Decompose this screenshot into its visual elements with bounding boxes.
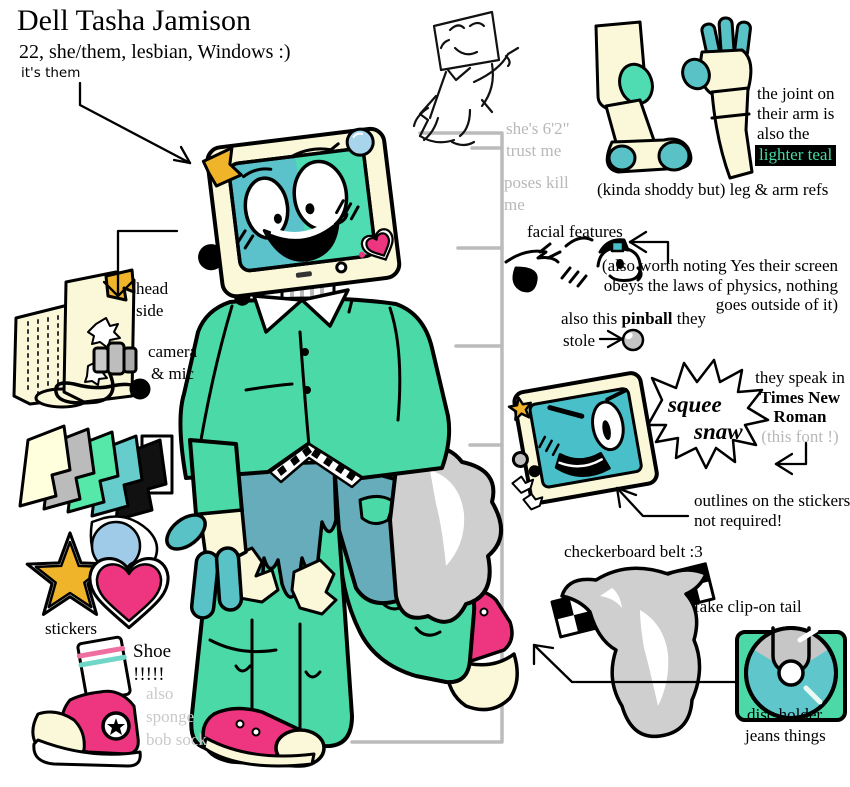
its-them-caption: it's them xyxy=(21,65,81,81)
disc-label-line2: jeans things xyxy=(745,726,826,745)
head-side-label-line2: side xyxy=(136,301,164,320)
arrow-pinball xyxy=(598,329,624,349)
main-character xyxy=(165,126,519,768)
tail-ref xyxy=(550,562,716,739)
arrow-this-font xyxy=(774,441,808,476)
character-head xyxy=(198,126,402,306)
annotation-arrows xyxy=(78,81,808,684)
character-left-hand xyxy=(165,438,248,620)
disc-label-line1: disc holder xyxy=(747,705,823,724)
character-collar xyxy=(252,288,350,334)
stickers-label: stickers xyxy=(45,619,97,638)
lighter-teal-highlight: lighter teal xyxy=(755,145,837,166)
squee-monitor xyxy=(507,371,659,511)
joint-note-line2: their arm is xyxy=(757,104,835,123)
color-palette xyxy=(18,424,174,522)
head-side-view xyxy=(12,268,151,409)
speech-squee: squee xyxy=(668,392,722,417)
sock-note-line3: bob sock xyxy=(146,730,207,749)
sock-note-line1: also xyxy=(146,684,174,703)
arrow-facial-features xyxy=(628,230,670,264)
shoe-label-line1: Shoe xyxy=(133,641,171,662)
height-note-line1: she's 6'2" xyxy=(506,119,570,138)
times-new-roman-note: they speak in Times New Roman (this font… xyxy=(755,368,845,446)
poses-note-line2: me xyxy=(504,195,525,214)
page-subtitle: 22, she/them, lesbian, Windows :) xyxy=(19,41,291,63)
disc-holder xyxy=(735,626,847,722)
character-belt xyxy=(268,442,364,489)
joint-note-line1: the joint on xyxy=(757,84,835,103)
sock-note-line2: sponge xyxy=(146,707,195,726)
character-front-shoe xyxy=(201,706,326,768)
belt-label: checkerboard belt :3 xyxy=(564,542,703,561)
facial-feature-doodles xyxy=(504,236,643,293)
leg-arm-refs xyxy=(594,16,754,180)
bubble-corner-sticker xyxy=(345,127,375,157)
pinball-note-line1: also this pinball they xyxy=(561,309,707,328)
head-side-label-line1: head xyxy=(136,279,169,298)
page-title: Dell Tasha Jamison xyxy=(17,4,251,37)
heart-corner-sticker xyxy=(360,228,394,261)
speech-bubble xyxy=(646,358,770,470)
tail-label: fake clip-on tail xyxy=(694,597,802,616)
star-corner-sticker xyxy=(201,146,243,188)
camera-label-line1: camera xyxy=(148,342,198,361)
sticker-outline-note-line2: not required! xyxy=(694,511,783,530)
height-note-line2: trust me xyxy=(506,141,562,160)
arrow-head-side xyxy=(102,229,179,298)
arrow-jeans xyxy=(532,643,739,684)
sketch-doodle xyxy=(412,10,520,147)
screen-physics-note: (also worth noting Yes their screen obey… xyxy=(601,256,838,315)
joint-note-line3: also the xyxy=(757,124,810,143)
camera-label-line2: & mic xyxy=(151,364,194,383)
character-tail xyxy=(388,444,504,624)
speech-snaw: snaw xyxy=(694,419,743,444)
pinball-note-line2: stole xyxy=(563,331,596,350)
facial-features-label: facial features xyxy=(527,222,623,241)
poses-note-line1: poses kill xyxy=(504,173,569,192)
shoe-ref xyxy=(31,635,142,768)
limb-refs-caption: (kinda shoddy but) leg & arm refs xyxy=(597,180,829,199)
sticker-outline-note-line1: outlines on the stickers xyxy=(694,491,850,510)
arrow-outlines xyxy=(615,486,690,518)
shoe-label-line2: !!!!! xyxy=(133,664,165,685)
arrow-its-them xyxy=(78,81,192,165)
character-jacket xyxy=(178,296,452,480)
sticker-heart xyxy=(88,557,170,630)
pinball xyxy=(621,328,645,352)
